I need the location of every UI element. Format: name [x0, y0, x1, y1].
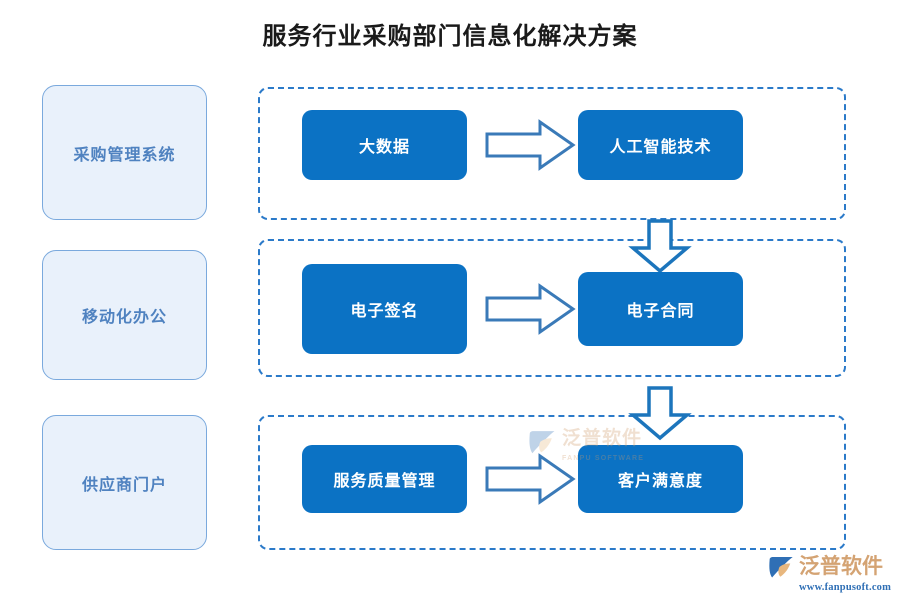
arrow-right-icon [484, 282, 576, 336]
process-box-label: 电子签名 [350, 303, 419, 320]
process-box-label: 服务质量管理 [333, 473, 436, 490]
category-label: 移动化办公 [81, 309, 167, 326]
process-box-label: 客户满意度 [617, 473, 703, 490]
brand-cn-text: 泛普软件 [799, 555, 883, 578]
arrow-down-icon [628, 218, 692, 274]
process-box-label: 大数据 [358, 139, 410, 156]
category-card-mobile-office[interactable]: 移动化办公 [42, 250, 207, 380]
process-box-service-quality-management[interactable]: 服务质量管理 [302, 445, 467, 513]
brand-logo: 泛普软件 www.fanpusoft.com [768, 555, 893, 596]
fanpu-logo-icon [768, 556, 796, 586]
arrow-right-icon [484, 452, 576, 506]
category-card-supplier-portal[interactable]: 供应商门户 [42, 415, 207, 550]
category-card-procurement-system[interactable]: 采购管理系统 [42, 85, 207, 220]
process-box-customer-satisfaction[interactable]: 客户满意度 [578, 445, 743, 513]
category-label: 采购管理系统 [73, 146, 176, 164]
process-box-e-contract[interactable]: 电子合同 [578, 272, 743, 346]
arrow-down-icon [628, 385, 692, 441]
brand-text-block: 泛普软件 www.fanpusoft.com [799, 555, 892, 595]
process-box-ai-technology[interactable]: 人工智能技术 [578, 110, 743, 180]
group-container-row-1 [258, 87, 846, 220]
page-title: 服务行业采购部门信息化解决方案 [262, 23, 638, 50]
process-box-label: 电子合同 [626, 303, 695, 320]
process-box-label: 人工智能技术 [609, 139, 712, 156]
category-label: 供应商门户 [81, 476, 167, 494]
group-container-row-2 [258, 239, 846, 377]
process-box-big-data[interactable]: 大数据 [302, 110, 467, 180]
arrow-right-icon [484, 118, 576, 172]
group-container-row-3 [258, 415, 846, 550]
process-box-e-signature[interactable]: 电子签名 [302, 264, 467, 354]
brand-url-text: www.fanpusoft.com [799, 582, 892, 594]
